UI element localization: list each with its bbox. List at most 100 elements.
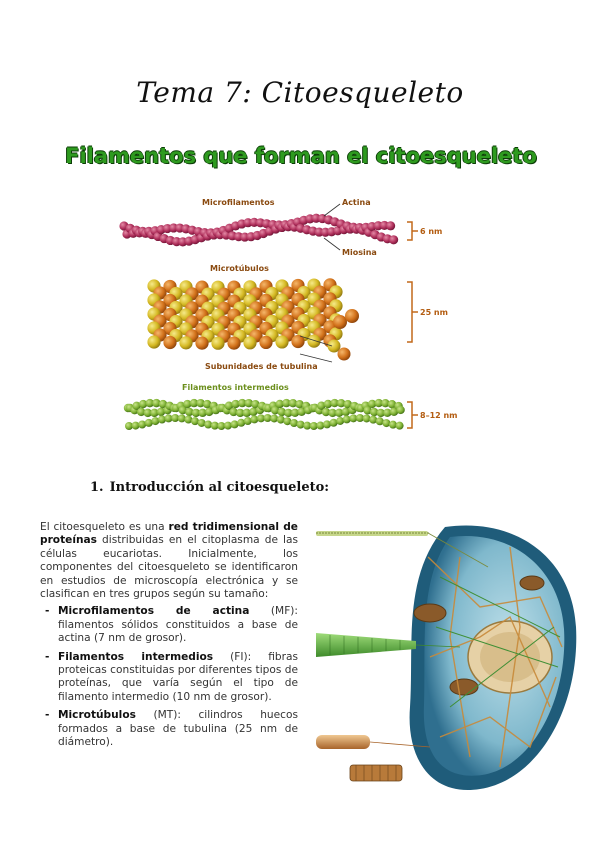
intermediate-subunit [295,399,304,409]
item-term: Filamentos intermedios [58,650,214,663]
intermediate-subunit [288,398,298,408]
intermediate-subunit [328,408,337,418]
intermediate-subunit [363,406,372,415]
tubulin-subunit [243,336,257,350]
intermediate-subunit [297,407,306,417]
microtubule-callout [316,633,461,657]
actin-subunit [386,221,396,231]
tubulin-subunit [327,339,341,353]
intermediate-subunit [370,407,379,417]
intro-paragraph: El citoesqueleto es una red tridimension… [40,521,298,601]
intermediate-subunit [224,421,232,430]
intermediate-subunit [374,398,383,408]
label-microtubulos: Microtúbulos [210,264,269,273]
intermediate-subunit [205,407,214,417]
intermediate-subunit [150,408,159,418]
intermediate-subunit [191,417,199,426]
tubulin-subunit [275,335,289,349]
intermediate-subunit [383,408,392,418]
intermediate-subunit [143,408,152,418]
intermediate-subunit [231,399,240,409]
item-description: (MF): filamentos sólidos constituidos a … [58,605,298,645]
intermediate-subunit [323,399,333,409]
intermediate-subunit [204,420,213,429]
label-microfilamentos: Microfilamentos [202,198,275,207]
cell-cytoskeleton-illustration [310,517,580,795]
intermediate-subunit [236,408,245,418]
page-title: Tema 7: Citoesqueleto [136,76,464,109]
tubulin-subunit [147,335,161,349]
size-intermedios: 8–12 nm [420,411,458,420]
intermediate-subunit [395,421,404,430]
intermediate-subunit [343,400,352,409]
intermediate-subunit [237,418,246,427]
intermediate-subunit [282,398,291,408]
cell-diagram [316,525,577,791]
intermediate-subunit [139,399,148,409]
tubulin-subunit [195,336,209,350]
bullet-dash: - [45,709,50,722]
item-description: (MT): cilindros huecos formados a base d… [58,709,298,749]
tubulin-subunit [291,334,305,349]
intermediate-subunit [381,398,390,408]
intermediate-subunit [356,414,364,423]
intermediate-subunit [303,421,312,430]
intermediate-subunit [330,398,339,408]
tubulin-subunit [227,336,241,350]
intermediate-subunit [137,407,146,417]
intermediate-subunit [349,414,358,423]
list-item: -Filamentos intermedios (FI): fibras pro… [40,651,298,705]
intermediate-subunit [178,406,187,415]
intermediate-subunit [275,399,284,409]
intermediate-subunit [389,407,399,416]
intermediate-subunit [336,416,345,425]
tubulin-subunit [211,336,225,350]
intermediate-filament-callout [316,735,431,782]
list-item: -Microtúbulos (MT): cilindros huecos for… [40,709,298,749]
intermediate-subunit [389,420,397,429]
tubulin-subunit [345,309,359,323]
intermediate-subunit [132,401,141,411]
intermediate-subunit [184,415,193,424]
intermediate-subunit [152,398,161,408]
intermediate-subunit [335,408,344,418]
intermediate-subunit [198,408,207,418]
intermediate-subunit [321,407,331,417]
intermediate-subunit [251,399,260,409]
tubulin-subunit [307,334,321,348]
intro-text-a: El citoesqueleto es una [40,521,169,533]
intermediate-subunit [177,414,186,423]
tubulin-subunit [179,336,193,350]
item-term: Microtúbulos [58,709,136,722]
list-item: -Microfilamentos de actina (MF): filamen… [40,605,298,645]
intermediate-subunit [244,398,253,408]
intermediate-subunit [296,420,305,429]
intermediate-subunit [189,398,199,408]
section-number: 1. [90,480,104,495]
intermediate-subunit [197,418,206,427]
intermediate-subunit [185,407,194,417]
intermediate-subunit [183,399,192,409]
intro-text-b: distribuidas en el citoplasma de las cél… [40,534,298,601]
intermediate-subunit [276,415,285,424]
intermediate-subunit [191,408,201,418]
intermediate-subunit [171,414,180,423]
size-microtubulos: 25 nm [420,308,448,317]
intermediate-subunit [229,407,238,417]
intermediate-subunit [158,399,168,409]
intermediate-subunit [369,415,378,424]
intermediate-subunit [151,417,160,426]
size-brackets [407,221,418,429]
intermediate-subunit [283,417,292,426]
intermediate-subunit [164,414,173,423]
intermediate-subunit [138,420,147,429]
intermediate-subunit [257,414,265,423]
intermediate-subunit [337,398,346,408]
intermediate-subunit [270,414,279,423]
intermediate-subunit [290,419,298,428]
intermediate-subunit [323,420,331,429]
figure-heading: Filamentos que forman el citoesqueleto [65,144,537,168]
intermediate-subunit [230,420,239,429]
microfilament-callout [316,531,489,568]
intermediate-subunit [290,408,300,418]
